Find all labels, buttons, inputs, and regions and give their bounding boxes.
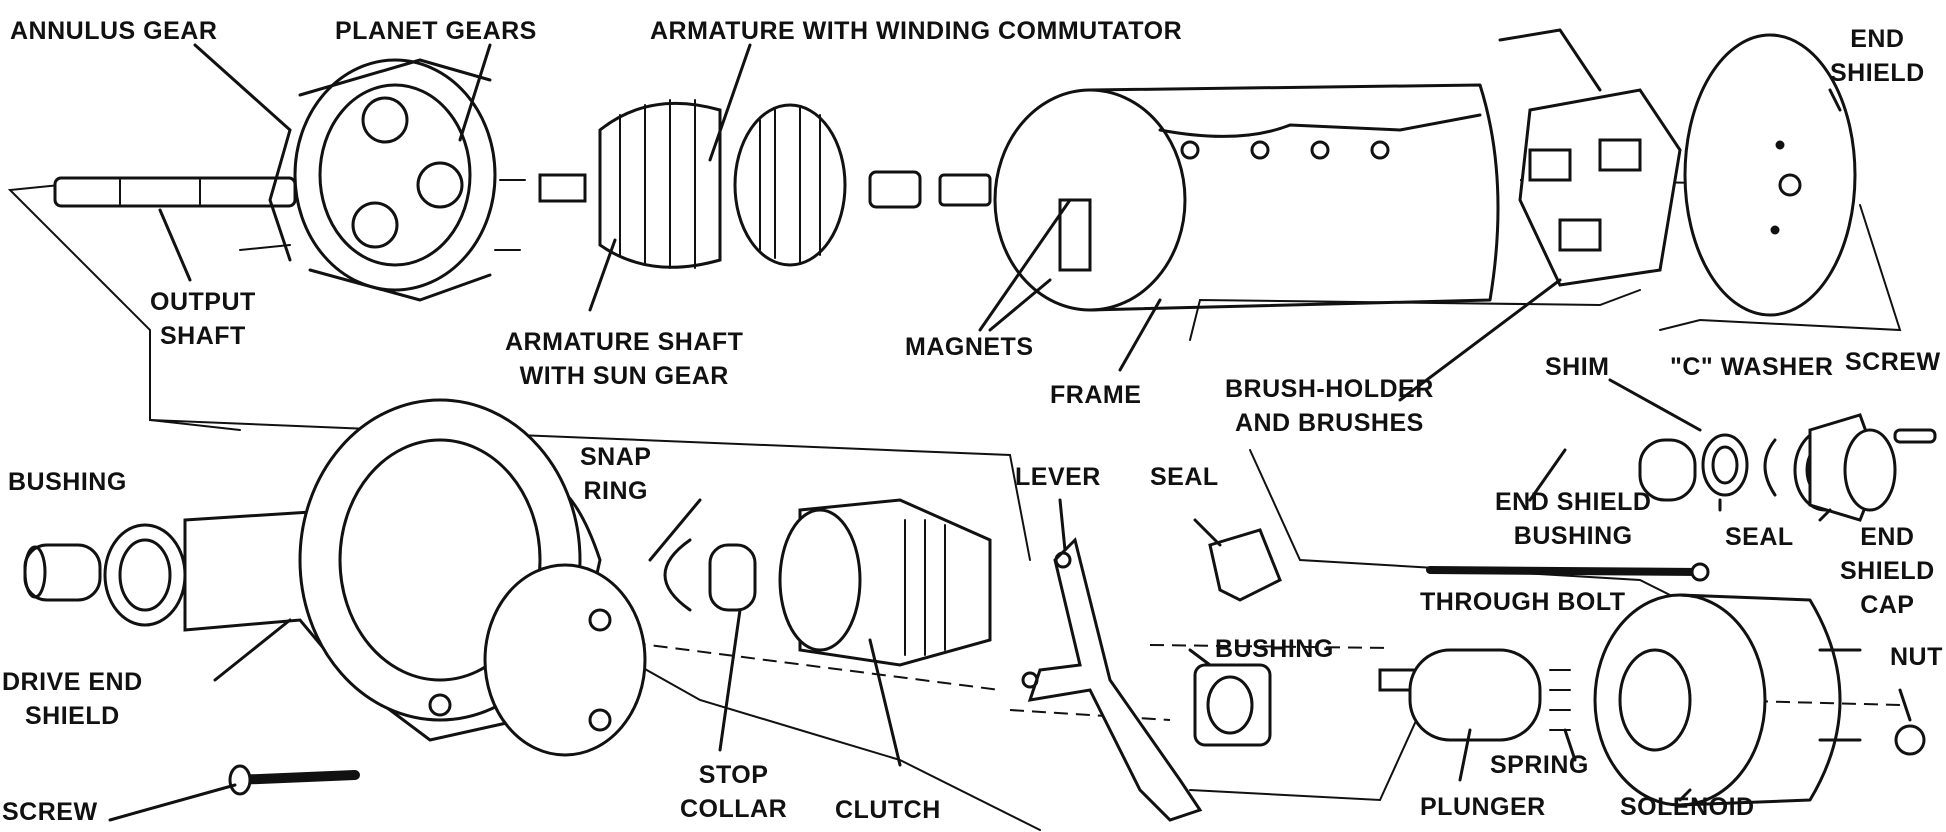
frame [993,83,1500,312]
label-seal-mid: SEAL [1150,463,1219,491]
end-shield-small-parts [1638,413,1937,522]
drive-end-shield-part [103,398,647,757]
label-armature-winding-commutator: ARMATURE WITH WINDING COMMUTATOR [650,17,1183,45]
solenoid-assembly [1378,593,1926,807]
clutch-assembly [663,498,992,667]
end-shield [1683,33,1857,317]
label-magnets: MAGNETS [905,333,1034,361]
seal-bushing-mid [1193,528,1282,747]
label-screw-top: SCREW [1845,348,1941,376]
label-through-bolt: THROUGH BOLT [1420,588,1626,616]
label-planet-gears: PLANET GEARS [335,17,537,45]
planet-gear-housing [239,58,526,302]
label-nut: NUT [1890,643,1943,671]
label-seal-right: SEAL [1725,523,1794,551]
label-frame: FRAME [1050,381,1142,409]
label-shim: SHIM [1545,353,1610,381]
screw-bottom-part [228,764,360,796]
lever-part [1021,537,1203,822]
label-annulus-gear: ANNULUS GEAR [10,17,218,45]
label-bushing-left: BUSHING [8,468,127,496]
label-solenoid: SOLENOID [1620,793,1755,821]
leader-lines [108,43,1912,822]
label-plunger: PLUNGER [1420,793,1546,821]
label-lever: LEVER [1015,463,1101,491]
brush-holder [1498,28,1682,287]
label-c-washer: "C" WASHER [1670,353,1834,381]
label-spring: SPRING [1490,751,1589,779]
bushing-left-part [23,543,102,602]
armature [538,99,992,269]
label-clutch: CLUTCH [835,796,941,824]
through-bolt-part [1426,562,1710,582]
label-bushing-mid: BUSHING [1215,635,1334,663]
output-shaft [53,176,297,208]
label-screw-bottom: SCREW [2,798,98,826]
